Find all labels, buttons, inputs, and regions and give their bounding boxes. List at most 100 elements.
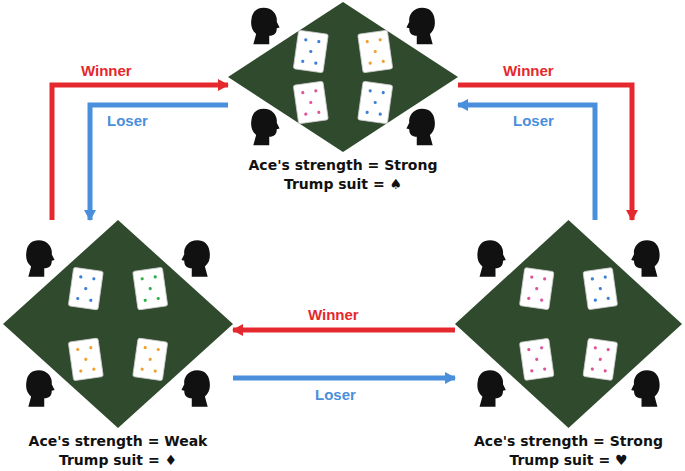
card-pip [381, 91, 385, 95]
card-pip [530, 275, 534, 279]
table-rule-text: Ace's strength = Strong [455, 432, 682, 451]
playing-card [133, 267, 168, 310]
card-pip [309, 101, 313, 105]
table-caption: Ace's strength = StrongTrump suit = ♥ [455, 432, 682, 470]
card-pip [543, 277, 547, 281]
card-pip [76, 348, 80, 352]
card-pip [153, 275, 157, 279]
card-pip [84, 287, 88, 291]
card-face [293, 81, 328, 124]
card-pip [606, 297, 610, 301]
table-rule-text: Ace's strength = Strong [228, 156, 458, 175]
card-pip [317, 111, 321, 115]
card-pip [143, 299, 147, 303]
card-pip [140, 277, 144, 281]
card-pip [594, 346, 598, 350]
card-pip [92, 277, 96, 281]
card-table [228, 2, 458, 152]
card-pip [373, 101, 377, 105]
player-head [26, 240, 54, 277]
card-pip [365, 40, 369, 44]
card-face [133, 267, 168, 310]
card-pip [540, 346, 544, 350]
card-table-node: Ace's strength = StrongTrump suit = ♥ [455, 220, 682, 470]
card-pip [76, 297, 80, 301]
card-pip [309, 50, 313, 54]
card-face [293, 30, 328, 73]
playing-card [68, 338, 103, 381]
card-pip [365, 111, 369, 115]
flow-arrow [458, 85, 632, 220]
card-pip [591, 277, 595, 281]
player-head [181, 370, 209, 407]
playing-card [583, 268, 618, 310]
card-face [583, 338, 618, 380]
flow-arrow [233, 376, 455, 381]
card-pip [606, 348, 610, 352]
card-pip [304, 38, 308, 42]
card-pip [301, 91, 305, 95]
playing-card [358, 81, 393, 124]
card-pip [527, 297, 531, 301]
card-pip [153, 369, 157, 373]
card-pip [591, 367, 595, 371]
card-pip [301, 60, 305, 64]
card-pip [89, 346, 93, 350]
playing-card [293, 30, 328, 73]
flow-arrow [90, 105, 228, 220]
card-pip [79, 275, 83, 279]
card-pip [527, 348, 531, 352]
card-pip [543, 367, 547, 371]
flow-arrow [233, 328, 455, 333]
playing-card [583, 338, 618, 380]
card-pip [594, 298, 598, 302]
card-pip [317, 40, 321, 44]
card-pip [368, 61, 372, 65]
card-pip [535, 358, 539, 362]
card-pip [148, 287, 152, 291]
card-face [133, 338, 168, 381]
player-head [477, 370, 505, 407]
card-table-drawing [3, 220, 233, 428]
card-table-node: Ace's strength = StrongTrump suit = ♠ [228, 2, 458, 194]
edge-label: Winner [78, 62, 135, 80]
card-pip [530, 369, 534, 373]
edge-label: Loser [104, 112, 151, 130]
card-pip [314, 89, 318, 93]
playing-card [519, 268, 554, 310]
card-table-drawing [455, 220, 682, 428]
card-pip [79, 369, 83, 373]
table-rule-text: Trump suit = ♦ [3, 451, 233, 470]
card-pip [598, 287, 602, 291]
card-pip [92, 367, 96, 371]
card-pip [378, 112, 382, 116]
playing-card [358, 30, 393, 73]
card-pip [368, 89, 372, 93]
player-head [251, 109, 279, 146]
playing-card [519, 338, 554, 380]
card-pip [140, 367, 144, 371]
player-head [251, 8, 279, 45]
edge-label: Loser [312, 386, 359, 404]
card-face [519, 338, 554, 380]
card-pip [373, 50, 377, 54]
card-pip [304, 112, 308, 116]
playing-card [293, 81, 328, 124]
card-pip [156, 297, 160, 301]
card-table-node: Ace's strength = WeakTrump suit = ♦ [3, 220, 233, 470]
card-pip [378, 38, 382, 42]
card-pip [84, 358, 88, 362]
card-pip [381, 60, 385, 64]
card-pip [143, 346, 147, 350]
card-face [68, 338, 103, 381]
flow-arrow [458, 105, 595, 220]
table-rule-text: Trump suit = ♠ [228, 175, 458, 194]
player-head [631, 370, 659, 407]
card-face [358, 81, 393, 124]
playing-card [133, 338, 168, 381]
flow-arrow [52, 85, 228, 220]
table-rule-text: Trump suit = ♥ [455, 451, 682, 470]
table-rule-text: Ace's strength = Weak [3, 432, 233, 451]
player-head [406, 8, 434, 45]
